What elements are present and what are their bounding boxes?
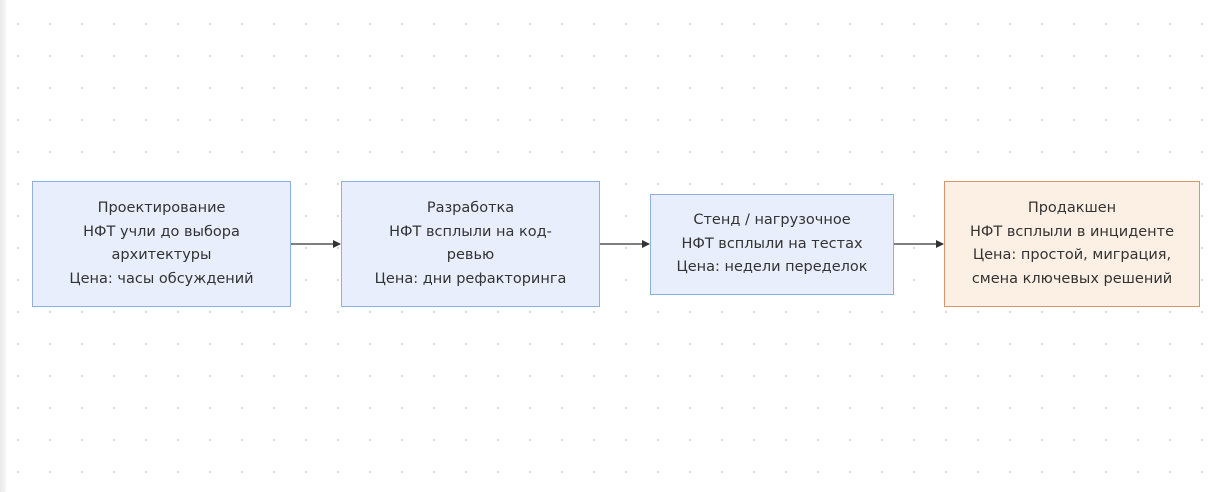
canvas-left-edge xyxy=(0,0,6,492)
node-development[interactable]: Разработка НФТ всплыли на код- ревью Цен… xyxy=(341,181,600,307)
node-stand-title: Стенд / нагрузочное xyxy=(693,212,851,229)
node-design-cost: Цена: часы обсуждений xyxy=(69,270,254,287)
node-production-line-1: НФТ всплыли в инциденте xyxy=(969,223,1174,240)
node-stand-cost: Цена: недели переделок xyxy=(676,259,868,276)
node-stand[interactable]: Стенд / нагрузочное НФТ всплыли на теста… xyxy=(650,194,894,295)
node-production-line-3: смена ключевых решений xyxy=(971,270,1173,287)
node-design-line-1: НФТ учли до выбора xyxy=(83,223,240,240)
node-production-title: Продакшен xyxy=(1027,200,1117,216)
node-development-cost: Цена: дни рефакторинга xyxy=(374,270,567,287)
node-development-line-2: ревью xyxy=(446,247,495,263)
node-design[interactable]: Проектирование НФТ учли до выбора архите… xyxy=(32,181,291,307)
node-development-title: Разработка xyxy=(426,200,515,216)
node-design-line-2: архитектуры xyxy=(111,247,212,263)
node-development-line-1: НФТ всплыли на код- xyxy=(389,223,552,240)
node-production-cost: Цена: простой, миграция, xyxy=(972,247,1172,263)
node-production[interactable]: Продакшен НФТ всплыли в инциденте Цена: … xyxy=(944,181,1200,307)
node-design-title: Проектирование xyxy=(97,200,226,216)
node-stand-line-1: НФТ всплыли на тестах xyxy=(681,235,863,252)
